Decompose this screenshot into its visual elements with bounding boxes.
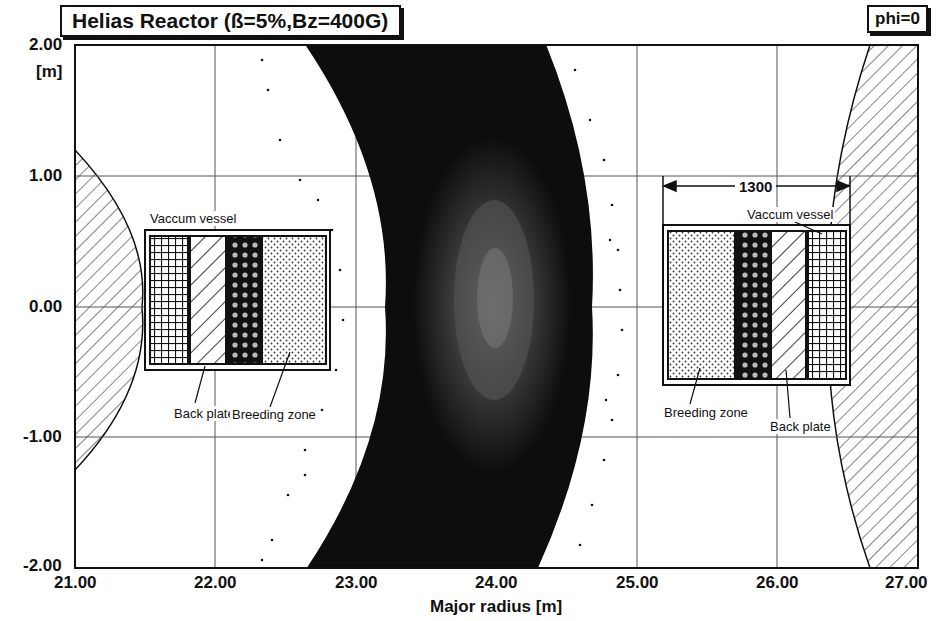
phi-label: phi=0 (875, 9, 926, 29)
axis-tick: 1.00 (29, 166, 62, 186)
part-name: Breeding zone (662, 405, 750, 420)
phi-box: phi=0 (867, 5, 928, 33)
axis-tick: 22.00 (194, 573, 237, 593)
axis-tick: -1.00 (23, 427, 62, 447)
title-text: Helias Reactor (ß=5%,Bz=400G) (72, 9, 409, 33)
part-name: Breeding zone (230, 407, 318, 422)
part-name: Back plate (768, 419, 833, 434)
axis-tick: 26.00 (756, 573, 799, 593)
part-name: Vaccum vessel (148, 211, 238, 226)
axis-title: Major radius [m] (430, 597, 562, 617)
axis-tick: 25.00 (616, 573, 659, 593)
axis-tick: 2.00 (29, 35, 62, 55)
axis-tick: 27.00 (885, 573, 928, 593)
title-box: Helias Reactor (ß=5%,Bz=400G) (60, 5, 401, 37)
axis-unit: [m] (36, 62, 62, 82)
axis-tick: 24.00 (475, 573, 518, 593)
part-name: Back plate (172, 406, 237, 421)
axis-tick: 21.00 (54, 573, 97, 593)
part-name: Vaccum vessel (745, 207, 835, 222)
dimension: 1300 (735, 178, 776, 195)
axis-tick: 23.00 (335, 573, 378, 593)
axis-tick: 0.00 (29, 297, 62, 317)
